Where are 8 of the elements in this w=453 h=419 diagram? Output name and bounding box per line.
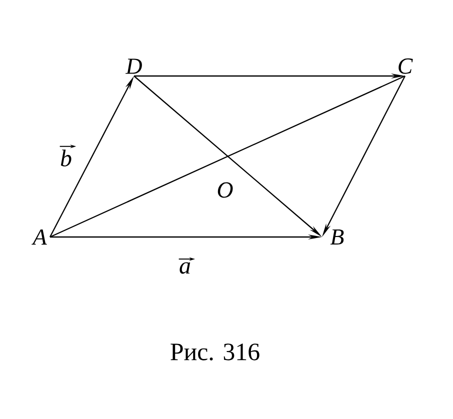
point-label: O <box>218 182 233 198</box>
vertex-label: C <box>398 58 413 74</box>
vertex-label: B <box>330 229 344 245</box>
caption: Рис. 316 <box>170 344 260 360</box>
vector-label: a <box>180 262 190 274</box>
vertex-label: A <box>32 229 47 245</box>
vertex-label: D <box>125 58 142 74</box>
vector-label: b <box>60 150 72 166</box>
